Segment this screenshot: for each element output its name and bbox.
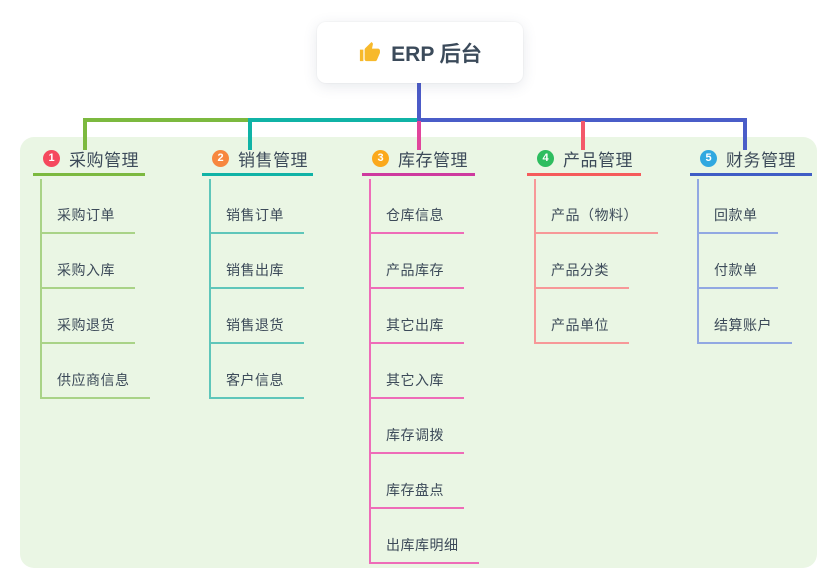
bus-line-segment-blue xyxy=(417,118,747,122)
mindmap-leaf-node[interactable]: 产品（物料） xyxy=(534,179,658,234)
branch-finance-management: 5 财务管理 回款单付款单结算账户 xyxy=(690,148,812,344)
canvas-panel xyxy=(20,137,817,568)
branch-title: 销售管理 xyxy=(238,151,308,170)
branch-product-management: 4 产品管理 产品（物料）产品分类产品单位 xyxy=(527,148,658,344)
root-node-erp[interactable]: ERP 后台 xyxy=(317,22,523,83)
branch-header-purchase[interactable]: 1 采购管理 xyxy=(33,148,145,176)
branch-purchase-management: 1 采购管理 采购订单采购入库采购退货供应商信息 xyxy=(33,148,150,399)
branch-header-product[interactable]: 4 产品管理 xyxy=(527,148,641,176)
mindmap-leaf-node[interactable]: 采购订单 xyxy=(40,179,135,234)
bus-line-segment-green xyxy=(83,118,252,122)
branch-header-sales[interactable]: 2 销售管理 xyxy=(202,148,313,176)
drop-line-product xyxy=(581,121,585,150)
mindmap-leaf-node[interactable]: 产品分类 xyxy=(534,234,629,289)
mindmap-leaf-node[interactable]: 采购退货 xyxy=(40,289,135,344)
mindmap-leaf-node[interactable]: 库存盘点 xyxy=(369,454,464,509)
branch-number-badge: 3 xyxy=(372,150,389,167)
branch-inventory-management: 3 库存管理 仓库信息产品库存其它出库其它入库库存调拨库存盘点出库库明细 xyxy=(362,148,479,564)
branch-title: 产品管理 xyxy=(563,151,633,170)
branch-number-badge: 5 xyxy=(700,150,717,167)
branch-items-finance: 回款单付款单结算账户 xyxy=(697,179,792,344)
mindmap-leaf-node[interactable]: 其它入库 xyxy=(369,344,464,399)
branch-header-finance[interactable]: 5 财务管理 xyxy=(690,148,812,176)
mindmap-leaf-node[interactable]: 客户信息 xyxy=(209,344,304,399)
mindmap-leaf-node[interactable]: 产品单位 xyxy=(534,289,629,344)
branch-sales-management: 2 销售管理 销售订单销售出库销售退货客户信息 xyxy=(202,148,313,399)
branch-title: 财务管理 xyxy=(726,151,796,170)
mindmap-leaf-node[interactable]: 采购入库 xyxy=(40,234,135,289)
branch-number-badge: 2 xyxy=(212,150,229,167)
branch-items-sales: 销售订单销售出库销售退货客户信息 xyxy=(209,179,304,399)
branch-items-product: 产品（物料）产品分类产品单位 xyxy=(534,179,658,344)
drop-line-purchase xyxy=(83,118,87,150)
mindmap-leaf-node[interactable]: 结算账户 xyxy=(697,289,792,344)
mindmap-leaf-node[interactable]: 销售订单 xyxy=(209,179,304,234)
mindmap-leaf-node[interactable]: 销售出库 xyxy=(209,234,304,289)
drop-line-sales xyxy=(248,118,252,150)
branch-items-inventory: 仓库信息产品库存其它出库其它入库库存调拨库存盘点出库库明细 xyxy=(369,179,479,564)
branch-number-badge: 1 xyxy=(43,150,60,167)
root-connector-line xyxy=(417,83,421,119)
branch-items-purchase: 采购订单采购入库采购退货供应商信息 xyxy=(40,179,150,399)
bus-line-segment-teal xyxy=(250,118,419,122)
mindmap-leaf-node[interactable]: 回款单 xyxy=(697,179,778,234)
mindmap-leaf-node[interactable]: 其它出库 xyxy=(369,289,464,344)
drop-line-finance xyxy=(743,118,747,150)
branch-header-inventory[interactable]: 3 库存管理 xyxy=(362,148,475,176)
mindmap-leaf-node[interactable]: 付款单 xyxy=(697,234,778,289)
mindmap-leaf-node[interactable]: 库存调拨 xyxy=(369,399,464,454)
thumbs-up-icon xyxy=(360,41,381,62)
drop-line-inventory xyxy=(417,121,421,150)
branch-number-badge: 4 xyxy=(537,150,554,167)
mindmap-leaf-node[interactable]: 产品库存 xyxy=(369,234,464,289)
mindmap-leaf-node[interactable]: 出库库明细 xyxy=(369,509,479,564)
root-node-title: ERP 后台 xyxy=(391,42,482,66)
branch-title: 采购管理 xyxy=(69,151,139,170)
mindmap-leaf-node[interactable]: 销售退货 xyxy=(209,289,304,344)
mindmap-leaf-node[interactable]: 仓库信息 xyxy=(369,179,464,234)
mindmap-leaf-node[interactable]: 供应商信息 xyxy=(40,344,150,399)
branch-title: 库存管理 xyxy=(398,151,468,170)
